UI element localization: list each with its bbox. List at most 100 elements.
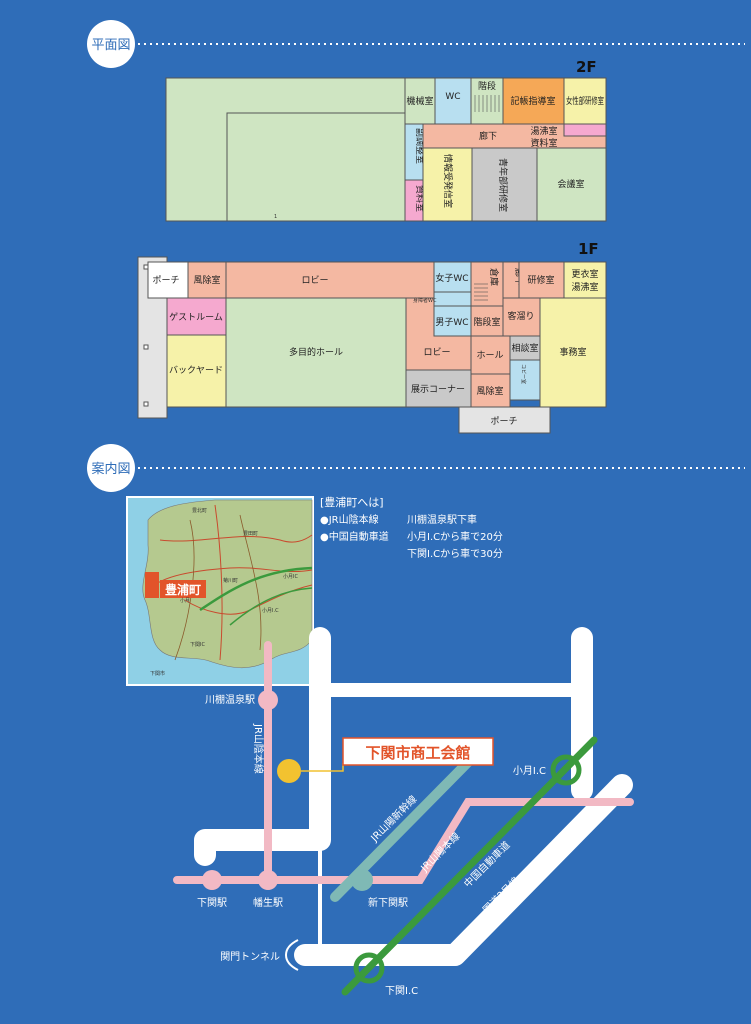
room-mens-wc-label: 男子WC	[435, 317, 468, 328]
room-consultation-label: 相談室	[511, 342, 538, 354]
label-route-491: 国道491号線	[573, 660, 586, 719]
room-accessible-wc-label: 身障者WC	[413, 297, 437, 304]
inset-label-hohoku: 豊北町	[192, 507, 207, 514]
room-wc-2f-label: WC	[445, 92, 460, 102]
room-office	[539, 297, 607, 408]
room-bookkeeping-label: 記帳指導室	[510, 95, 555, 107]
label-san-in-line: JR山陰本線	[252, 723, 265, 774]
label-san-yo-line: JR山陽本線	[417, 830, 462, 875]
label-kanmon-tunnel: 関門トンネル	[220, 951, 280, 963]
room-porch-1f-a-label: ポーチ	[152, 275, 179, 286]
inset-label-shimonoseki-city: 下関市	[150, 670, 165, 677]
shin-shimonoseki-station-marker	[351, 869, 373, 891]
room-info-broadcast	[422, 147, 473, 222]
inset-label-shimonoseki-ic: 下関IC	[190, 642, 205, 648]
room-womens-wc-label: 女子WC	[435, 272, 468, 284]
room-womens-wc	[433, 261, 472, 293]
destination-label: 下関市商工会館	[365, 744, 470, 762]
access-info: [豊浦町へは] ●JR山陰本線 川棚温泉駅下車 ●中国自動車道 小月I.Cから車…	[320, 496, 503, 560]
access-line2-detail1: 小月I.Cから車で20分	[407, 530, 503, 543]
inset-label-toyota: 豊田町	[243, 530, 258, 537]
room-lobby-1f-a	[225, 261, 435, 299]
room-kitchenette-1f-label: 湯沸室	[571, 281, 598, 293]
room-porch-1f-b-label: ポーチ	[490, 416, 517, 427]
room-hall-1f-label: ホール	[476, 350, 503, 361]
route-2-road	[294, 774, 633, 966]
jr-lines	[173, 641, 634, 884]
guide-map-title: 案内図	[91, 461, 130, 477]
floor-plan-header: 平面図	[87, 20, 745, 68]
kawatana-station-marker	[258, 690, 278, 710]
label-kawatana-station: 川棚温泉駅	[205, 693, 255, 706]
route-map: 下関市商工会館 川棚温泉駅 国道191号線 国道491号線 JR山陰本線 JR山…	[173, 627, 634, 997]
room-exhibition-label: 展示コーナー	[411, 384, 465, 395]
room-locker-label: 更衣室	[571, 268, 598, 280]
room-info-broadcast-label: 情報受発信室	[442, 154, 454, 208]
room-accessible-wc	[433, 291, 472, 307]
room-backyard-label: バックヤード	[169, 365, 223, 376]
jr-san-yo-line	[173, 798, 634, 884]
inset-label-ozuki-ic-2: 小月I.C	[262, 607, 279, 614]
room-locker	[563, 261, 607, 299]
stairs-hatch-2f	[474, 95, 500, 112]
inset-town-label-box	[160, 580, 206, 598]
roads	[194, 627, 633, 966]
room-machine-label: 機械室	[406, 95, 433, 107]
room-office-label: 事務室	[559, 346, 586, 358]
room-multipurpose-hall-label: 多目的ホール	[289, 346, 343, 358]
door-mark-2f: 1	[274, 214, 277, 220]
label-route-191: 国道191号線	[311, 660, 324, 719]
inset-region-map: 豊浦町 小月IC 下関IC 小月 豊田町 菊川町 豊北町 下関市 小月I.C	[126, 496, 314, 686]
room-consultation	[509, 335, 541, 361]
room-womens-training	[563, 77, 607, 125]
room-copy-label: コピー室	[520, 364, 527, 384]
kanmon-tunnel-arc	[285, 939, 299, 971]
inset-label-ozuki-ic: 小月IC	[283, 573, 298, 580]
floor-1f-label: 1F	[578, 240, 599, 258]
destination-marker	[277, 759, 301, 783]
room-corridor-2f-label: 廊下	[479, 130, 497, 142]
chugoku-expressway	[341, 736, 598, 996]
access-line1-detail: 川棚温泉駅下車	[407, 513, 477, 526]
room-training-1f-label: 研修室	[527, 274, 554, 286]
room-storage-1f-label: 倉庫	[488, 268, 500, 286]
room-wc-2f	[434, 77, 472, 125]
room-windbreak-1f-b-label: 風除室	[476, 385, 503, 397]
room-porch-1f-b	[458, 406, 551, 434]
room-waiting	[502, 297, 541, 337]
hatabu-station-marker	[258, 870, 278, 890]
room-archive-2f-b-label: 資料室	[530, 137, 557, 149]
room-training-1f	[518, 261, 565, 299]
access-line1-mode: ●JR山陰本線	[320, 513, 379, 526]
room-lobby-1f-a-label: ロビー	[301, 275, 328, 286]
floor-plan-2f: 2F 機械室 WC 階段 記帳指導室 女性部研修室 副調整室 資料室 廊下 湯沸…	[165, 58, 607, 222]
room-stairwell-1f-label: 階段室	[473, 316, 500, 328]
room-youth-training	[471, 147, 538, 222]
room-guest	[166, 297, 227, 336]
label-hatabu-station: 幡生駅	[253, 896, 283, 909]
room-kitchenette-2f-label: 湯沸室	[530, 125, 557, 137]
label-shimonoseki-station: 下関駅	[197, 897, 227, 909]
stairs-hatch-1f	[474, 283, 488, 301]
room-guest-label: ゲストルーム	[169, 311, 223, 323]
room-copy	[509, 359, 541, 401]
room-multipurpose-hall	[225, 297, 407, 408]
access-line2-mode: ●中国自動車道	[320, 530, 389, 543]
guide-map-header: 案内図	[87, 444, 745, 492]
floor-plan-title: 平面図	[91, 38, 130, 53]
room-windbreak-1f-a-label: 風除室	[193, 274, 220, 286]
access-title: [豊浦町へは]	[320, 496, 384, 509]
access-line2-detail2: 下関I.Cから車で30分	[407, 547, 503, 560]
floor-2f-label: 2F	[576, 58, 597, 76]
room-windbreak-1f-b	[470, 373, 511, 408]
room-exhibition	[405, 369, 472, 408]
shimonoseki-ic-marker	[353, 952, 385, 984]
destination-label-box	[342, 737, 494, 766]
ozuki-ic-marker	[550, 754, 582, 786]
shimonoseki-station-marker	[202, 870, 222, 890]
room-stairs-2f-label: 階段	[478, 80, 496, 92]
room-youth-training-label: 青年部研修室	[497, 158, 509, 212]
room-womens-training-label: 女性部研修室	[566, 95, 604, 107]
route-191-road	[194, 627, 331, 866]
room-conference-label: 会議室	[557, 178, 584, 190]
